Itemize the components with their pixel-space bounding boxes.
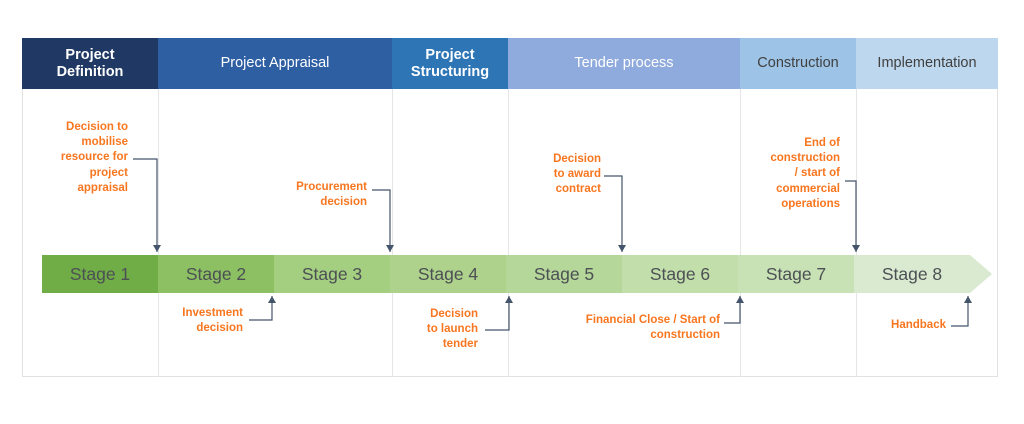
stage-label: Stage 7 xyxy=(765,263,827,284)
phase-header-label: Implementation xyxy=(877,55,977,72)
stage-label: Stage 4 xyxy=(417,263,479,284)
leader-line-decision-to-mobilise xyxy=(127,151,163,260)
stage-cell-8[interactable]: Stage 8 xyxy=(854,255,970,293)
stage-cell-6[interactable]: Stage 6 xyxy=(622,255,738,293)
annotation-investment-decision: Investment decision xyxy=(182,307,243,335)
column-divider-3 xyxy=(508,89,509,377)
phase-header-label: Project Definition xyxy=(56,46,124,80)
phase-header-5: Construction xyxy=(740,38,856,89)
leader-line-handback xyxy=(945,288,974,334)
stage-label: Stage 6 xyxy=(649,263,711,284)
column-divider-1 xyxy=(158,89,159,377)
annotation-end-of-construction: End of construction / start of commercia… xyxy=(770,137,840,210)
phase-header-1: Project Definition xyxy=(22,38,158,89)
annotation-handback: Handback xyxy=(891,319,946,331)
annotation-decision-to-award-contract: Decision to award contract xyxy=(553,153,601,196)
phase-header-label: Construction xyxy=(757,55,839,72)
annotation-procurement-decision: Procurement decision xyxy=(296,181,367,209)
stage-cell-4[interactable]: Stage 4 xyxy=(390,255,506,293)
leader-line-end-of-construction xyxy=(839,173,862,260)
stage-cell-1[interactable]: Stage 1 xyxy=(42,255,158,293)
stage-label: Stage 8 xyxy=(881,263,943,284)
leader-line-decision-to-award-contract xyxy=(598,168,628,260)
leader-line-decision-to-launch-tender xyxy=(479,288,515,338)
annotation-financial-close: Financial Close / Start of construction xyxy=(585,314,720,342)
phase-header-6: Implementation xyxy=(856,38,998,89)
stage-label: Stage 2 xyxy=(185,263,247,284)
phase-header-2: Project Appraisal xyxy=(158,38,392,89)
annotation-decision-to-mobilise: Decision to mobilise resource for projec… xyxy=(60,121,128,194)
annotation-decision-to-launch-tender: Decision to launch tender xyxy=(426,308,478,351)
leader-line-procurement-decision xyxy=(366,182,396,260)
phase-header-4: Tender process xyxy=(508,38,740,89)
leader-line-financial-close xyxy=(718,288,746,331)
phase-header-label: Project Appraisal xyxy=(220,55,330,72)
phase-header-label: Project Structuring xyxy=(410,46,490,80)
stage-label: Stage 1 xyxy=(69,263,131,284)
phase-header-label: Tender process xyxy=(574,55,674,72)
leader-line-investment-decision xyxy=(243,288,278,328)
diagram-frame xyxy=(22,38,998,377)
phase-header-3: Project Structuring xyxy=(392,38,508,89)
column-divider-2 xyxy=(392,89,393,377)
stage-cell-7[interactable]: Stage 7 xyxy=(738,255,854,293)
stage-cell-3[interactable]: Stage 3 xyxy=(274,255,390,293)
column-divider-4 xyxy=(740,89,741,377)
stage-bar-arrowhead-icon xyxy=(970,255,992,293)
stage-label: Stage 3 xyxy=(301,263,363,284)
stage-cell-5[interactable]: Stage 5 xyxy=(506,255,622,293)
stage-cell-2[interactable]: Stage 2 xyxy=(158,255,274,293)
stage-label: Stage 5 xyxy=(533,263,595,284)
